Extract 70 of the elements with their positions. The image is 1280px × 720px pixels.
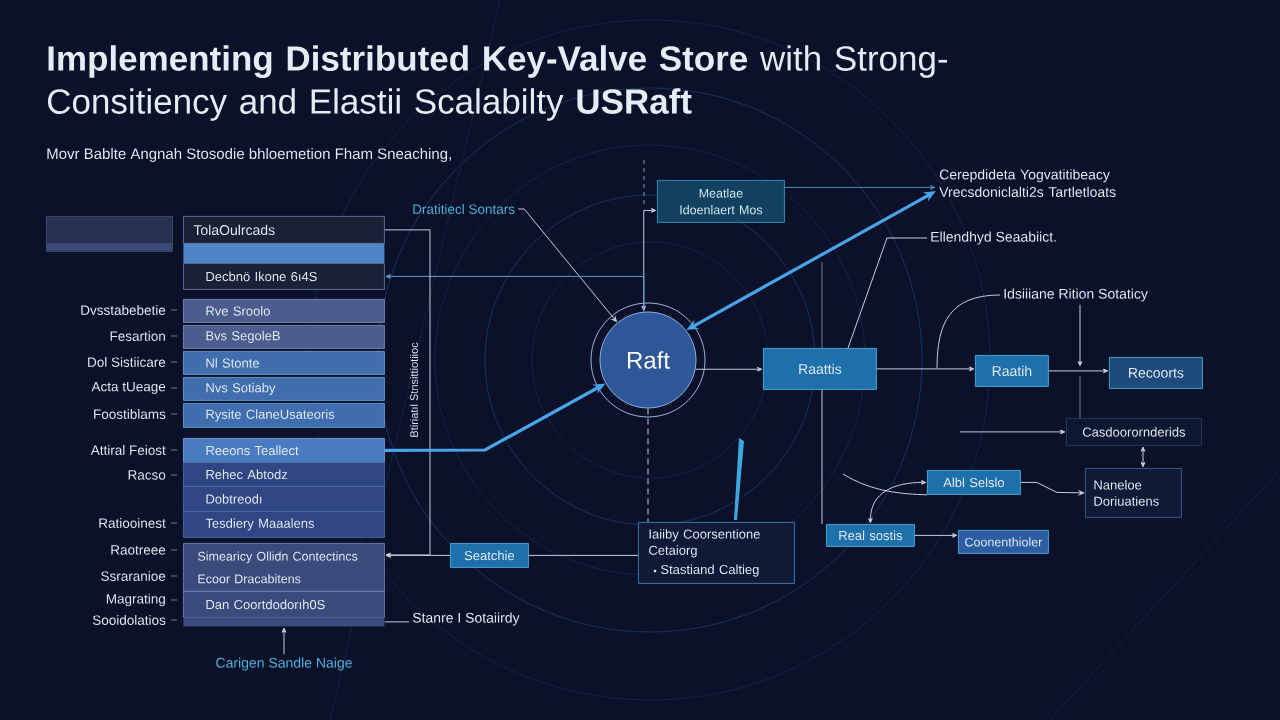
callout-text: Dratitiecl Sontars	[413, 204, 515, 214]
arrow	[1020, 481, 1085, 496]
callout-text: Idsiiiane Rition Sotaticy	[1004, 288, 1148, 302]
table-row: Nvs Sotiaby	[183, 377, 385, 401]
row-label: Racso	[128, 470, 166, 480]
process-box: Naneloe Doriuatiens	[1085, 468, 1182, 518]
table-row: Rysite ClaneUsateoris	[183, 403, 385, 428]
callout-text: Stanre I Sotaiirdy	[412, 612, 520, 626]
row-label: Magrating	[106, 593, 165, 607]
arrow	[517, 208, 617, 322]
row-label: Ssraranioe	[101, 571, 166, 581]
table-header: TolaOulrcads	[183, 216, 385, 244]
row-label: Acta tUeage	[91, 381, 166, 395]
arrow	[385, 274, 645, 313]
arrow	[695, 366, 763, 372]
header-band	[183, 243, 385, 264]
connector-line	[384, 621, 410, 623]
table-row: Rehec Abtodz	[183, 462, 385, 487]
arrow	[281, 627, 287, 655]
table-row: Dobtreodı	[183, 486, 385, 512]
arrow	[959, 429, 1066, 435]
connector-line	[821, 389, 823, 525]
connector-line	[847, 237, 928, 349]
process-box: Coonenthioler	[958, 530, 1049, 554]
panel-box	[46, 216, 173, 252]
process-box: Raattis	[763, 348, 877, 390]
process-box: Meatlae Idoenlaert Mos	[657, 180, 785, 223]
row-label: Raotreee	[111, 545, 166, 555]
table-row: Reeons Teallect	[183, 438, 385, 463]
callout-text: Ellendhyd Seaabiict.	[931, 231, 1056, 245]
row-label: Fesartion	[110, 331, 165, 341]
table-row: Nl Stonte	[183, 351, 385, 375]
note-box: Iaiiby Coorsentione Cetaiorg Stastiand Caltieg	[638, 522, 795, 584]
arrow	[876, 366, 975, 372]
circle-node: Raft	[590, 302, 706, 418]
double-arrow	[1140, 446, 1146, 468]
callout-text: Carigen Sandle Naige	[216, 657, 352, 671]
table-row: Tesdiery Maaalens	[183, 511, 385, 538]
process-box: Albl Selslo	[927, 470, 1021, 495]
row-label: Sooidolatios	[92, 615, 166, 625]
connector-line	[528, 554, 639, 556]
process-box: Raatih	[975, 355, 1049, 387]
connector-line	[936, 294, 1001, 369]
double-arrow	[868, 480, 927, 524]
vertical-label: Btiriatıl Stnsittiotiioc	[409, 342, 419, 437]
process-box: Recoorts	[1109, 357, 1203, 389]
table-row: Decbnö Ikone 6ı4S	[183, 263, 385, 290]
table-row: Bvs SegoleB	[183, 325, 385, 349]
process-box: Seatchie	[450, 543, 529, 568]
table-footer-bar	[183, 617, 385, 627]
arrow	[1048, 368, 1109, 374]
arrow	[384, 229, 431, 558]
arrow	[784, 185, 936, 190]
callout-text: Cerepdideta Yogvatitibeacy Vrecsdoniclalti2s Tartletloats	[939, 169, 1116, 197]
subtitle: Movr Bablte Angnah Stosodie bhloemetion Fham Sneaching,	[47, 148, 451, 162]
process-box: Casdoorornderids	[1066, 418, 1202, 446]
connector-line	[842, 473, 928, 496]
connector-line	[647, 408, 649, 523]
arrow	[1077, 304, 1083, 367]
arrow	[914, 533, 958, 538]
table-row: Simearicy Ollidn Contectincs Ecoor Dracabitens	[183, 543, 385, 592]
table-row: Rve Sroolo	[183, 299, 385, 323]
arrow	[385, 553, 451, 558]
row-label: Dvsstabebetie	[81, 305, 166, 315]
title: Implementing Distributed Key-Valve Store with Strong- Consitiency and Elastii Scalabilty USRaft	[48, 45, 948, 121]
row-label: Dol Sistiicare	[88, 357, 166, 367]
row-label: Ratiooinest	[99, 518, 166, 528]
row-label: Foostiblams	[94, 409, 166, 419]
process-box: Real sostis	[826, 524, 915, 547]
row-label: Attiral Feiost	[90, 445, 166, 455]
